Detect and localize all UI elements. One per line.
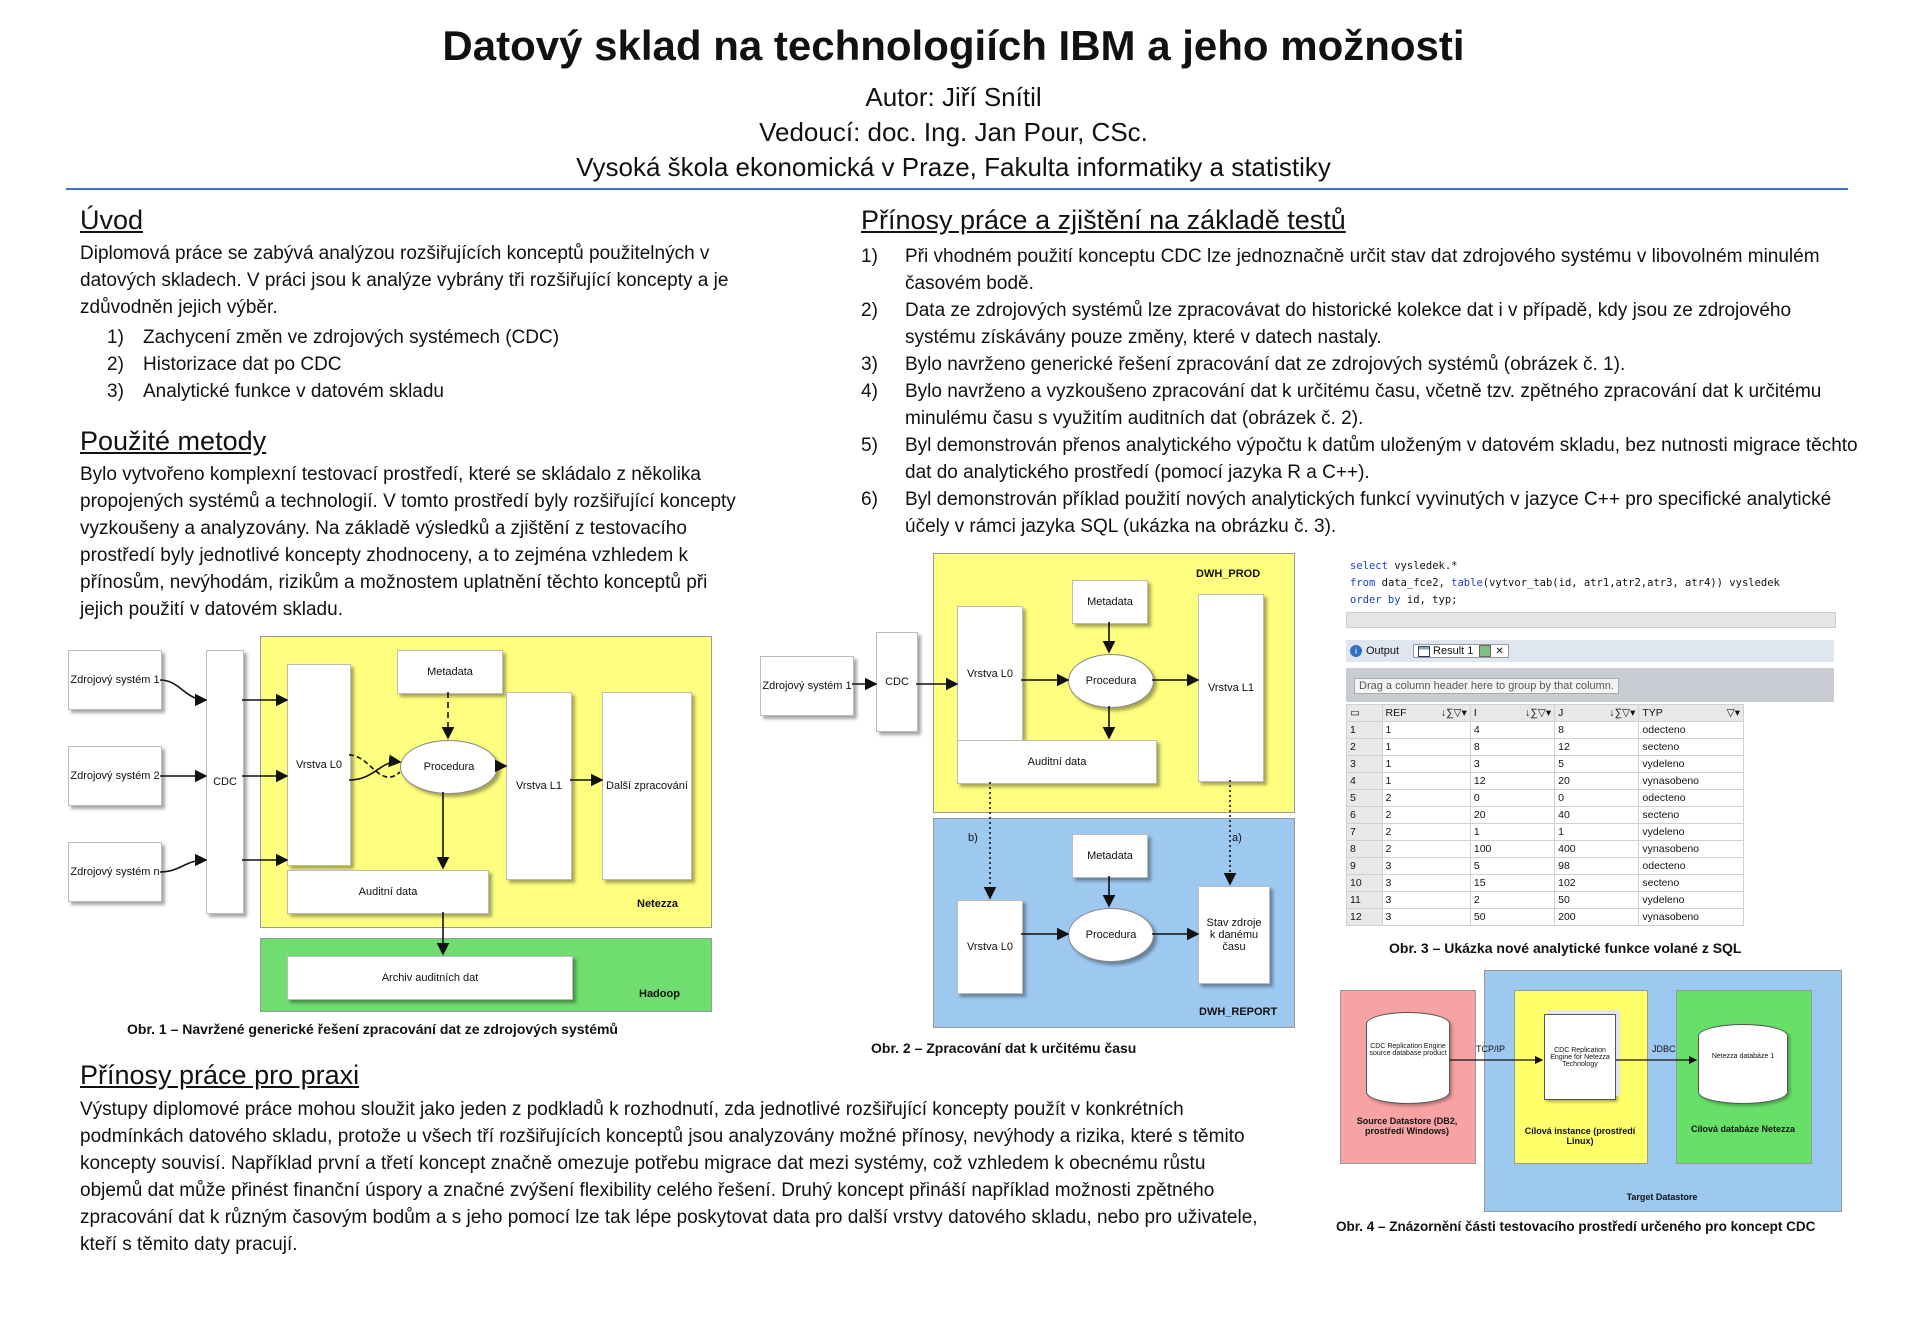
- tab-output[interactable]: Output: [1366, 645, 1400, 657]
- layer-l1-box: Vrstva L1: [1198, 594, 1264, 782]
- list-item: 1)Při vhodném použití konceptu CDC lze j…: [861, 246, 1820, 294]
- figure-2-caption: Obr. 2 – Zpracování dat k určitému času: [871, 1040, 1137, 1056]
- metody-text: Bylo vytvořeno komplexní testovací prost…: [80, 464, 736, 620]
- source-datastore-label: Source Datastore (DB2, prostředí Windows…: [1356, 1116, 1458, 1136]
- list-item: 2)Data ze zdrojových systémů lze zpracov…: [861, 300, 1792, 348]
- netezza-database-cylinder: Netezza databáze 1: [1698, 1024, 1788, 1104]
- supervisor: Vedoucí: doc. Ing. Jan Pour, CSc.: [759, 117, 1148, 147]
- column-header-j[interactable]: J ↓∑▽▾: [1554, 704, 1640, 722]
- list-item: 3)Bylo navrženo generické řešení zpracov…: [861, 354, 1626, 375]
- prinosy-list: 1)Při vhodném použití konceptu CDC lze j…: [861, 243, 1861, 540]
- cdc-box: CDC: [876, 632, 918, 732]
- dwh-report-label: DWH_REPORT: [1199, 1006, 1278, 1018]
- tcpip-label: TCP/IP: [1476, 1044, 1506, 1054]
- column-header-ref[interactable]: REF ↓∑▽▾: [1381, 704, 1471, 722]
- audit-data-box: Auditní data: [957, 740, 1157, 784]
- list-item: 1)Zachycení změn ve zdrojových systémech…: [107, 327, 560, 348]
- prinosy-heading: Přínosy práce a zjištění na základě test…: [861, 205, 1346, 235]
- groupby-hint: Drag a column header here to group by th…: [1354, 678, 1619, 694]
- audit-data-box: Auditní data: [287, 870, 489, 914]
- list-item: 3)Analytické funkce v datovém skladu: [107, 381, 444, 402]
- grid-icon: [1418, 645, 1431, 657]
- page-title: Datový sklad na technologiích IBM a jeho…: [442, 22, 1465, 69]
- source-system-n: Zdrojový systém n: [68, 842, 162, 902]
- column-header-typ[interactable]: TYP ▽▾: [1638, 704, 1744, 722]
- column-header-i[interactable]: I ↓∑▽▾: [1469, 704, 1556, 722]
- metadata-box: Metadata: [397, 650, 503, 694]
- target-database-label: Cílová databáze Netezza: [1690, 1124, 1796, 1134]
- figure-4-caption: Obr. 4 – Znázornění části testovacího pr…: [1336, 1219, 1816, 1234]
- engine-box: CDC Replication Engine for Netezza Techn…: [1544, 1014, 1616, 1100]
- praxe-heading: Přínosy práce pro praxi: [80, 1060, 360, 1090]
- source-database-cylinder: CDC Replication Engine source database p…: [1366, 1012, 1450, 1104]
- procedura-ellipse-2: Procedura: [1068, 908, 1154, 962]
- layer-l1-box: Vrstva L1: [506, 692, 572, 880]
- source-system-1: Zdrojový systém 1: [760, 656, 854, 716]
- stav-zdroje-box: Stav zdroje k danému času: [1198, 886, 1270, 984]
- metadata-box-2: Metadata: [1072, 834, 1148, 878]
- dwh-prod-label: DWH_PROD: [1196, 568, 1261, 580]
- hadoop-label: Hadoop: [639, 988, 680, 1000]
- sql-code: select vysledek.* from data_fce2, table(…: [1350, 560, 1780, 606]
- praxe-text: Výstupy diplomové práce mohou sloužit ja…: [80, 1099, 1258, 1255]
- list-item: 4)Bylo navrženo a vyzkoušeno zpracování …: [861, 381, 1822, 429]
- metadata-box: Metadata: [1072, 580, 1148, 624]
- metody-heading: Použité metody: [80, 426, 267, 456]
- figure-3-caption: Obr. 3 – Ukázka nové analytické funkce v…: [1389, 940, 1742, 956]
- cdc-box: CDC: [206, 650, 244, 914]
- target-datastore-label: Target Datastore: [1626, 1192, 1698, 1202]
- uvod-list: 1)Zachycení změn ve zdrojových systémech…: [107, 324, 727, 405]
- header-divider: [66, 188, 1848, 190]
- list-item: 5)Byl demonstrován přenos analytického v…: [861, 435, 1858, 483]
- archive-box: Archiv auditních dat: [287, 956, 573, 1000]
- layer-l0-report-box: Vrstva L0: [957, 900, 1023, 994]
- row-header-corner[interactable]: ▭: [1346, 704, 1383, 722]
- jdbc-label: JDBC: [1652, 1044, 1676, 1054]
- uvod-text: Diplomová práce se zabývá analýzou rozši…: [80, 243, 729, 318]
- source-system-1: Zdrojový systém 1: [68, 650, 162, 710]
- figure-1-caption: Obr. 1 – Navržené generické řešení zprac…: [127, 1021, 618, 1037]
- dalsi-zpracovani-box: Další zpracování: [602, 692, 692, 880]
- groupby-bar: Drag a column header here to group by th…: [1346, 668, 1834, 702]
- procedura-ellipse: Procedura: [400, 740, 498, 794]
- source-system-2: Zdrojový systém 2: [68, 746, 162, 806]
- netezza-label: Netezza: [637, 898, 678, 910]
- label-a: a): [1232, 832, 1242, 844]
- school: Vysoká škola ekonomická v Praze, Fakulta…: [576, 152, 1331, 182]
- layer-l0-box: Vrstva L0: [957, 606, 1023, 742]
- result-tabs: i Output Result 1 ✕: [1346, 640, 1834, 662]
- tab-result-1[interactable]: Result 1 ✕: [1413, 644, 1509, 658]
- uvod-heading: Úvod: [80, 205, 144, 235]
- list-item: 2)Historizace dat po CDC: [107, 354, 342, 375]
- pin-icon[interactable]: [1479, 645, 1492, 657]
- info-icon: i: [1350, 645, 1362, 657]
- author: Autor: Jiří Snítil: [865, 82, 1042, 112]
- close-icon[interactable]: ✕: [1495, 645, 1504, 657]
- horizontal-scrollbar[interactable]: [1346, 612, 1836, 628]
- layer-l0-box: Vrstva L0: [287, 664, 351, 866]
- target-instance-label: Cílová instance (prostředí Linux): [1524, 1126, 1636, 1146]
- list-item: 6)Byl demonstrován příklad použití novýc…: [861, 489, 1832, 537]
- procedura-ellipse: Procedura: [1068, 654, 1154, 708]
- label-b: b): [968, 832, 978, 844]
